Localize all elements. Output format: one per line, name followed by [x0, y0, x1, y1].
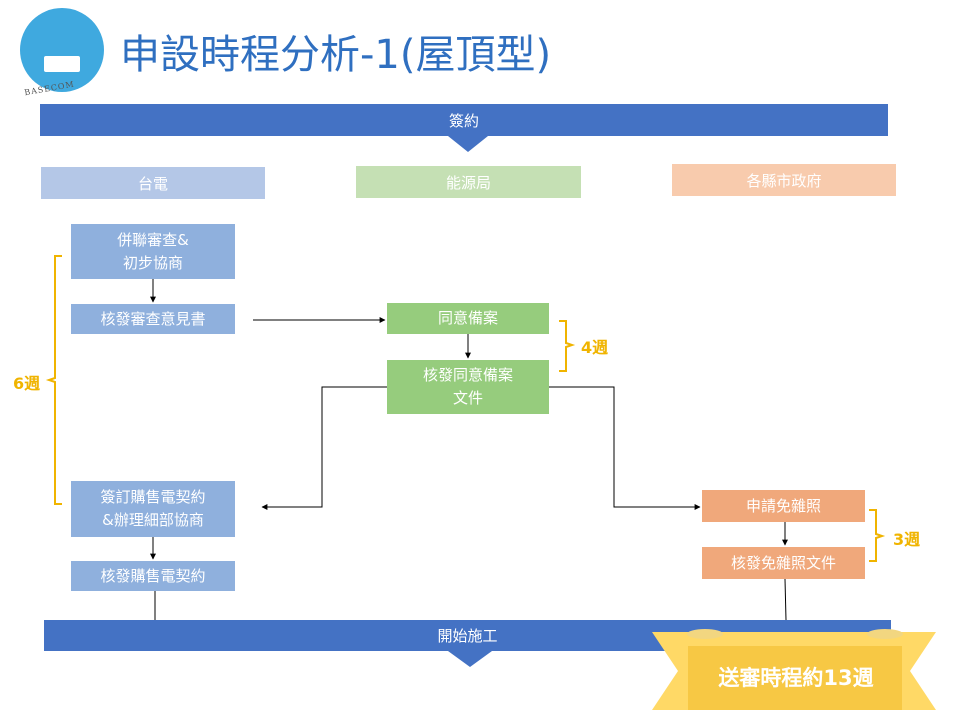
ribbon-banner — [652, 629, 936, 710]
duration-county: 3週 — [893, 530, 921, 549]
bottom-banner-chevron — [448, 651, 492, 667]
duration-energy: 4週 — [581, 338, 609, 357]
box-agree-doc: 核發同意備案 文件 — [387, 360, 549, 414]
bracket-county — [869, 509, 886, 562]
ribbon-text: 送審時程約13週 — [718, 666, 874, 690]
box-issue-contract: 核發購售電契約 — [71, 561, 235, 591]
top-banner-chevron — [448, 136, 488, 152]
box-sign-contract: 簽訂購售電契約 &辦理細部協商 — [71, 481, 235, 537]
box-apply-exempt: 申請免雜照 — [702, 490, 865, 522]
logo-mark — [44, 56, 80, 72]
box-exempt-doc: 核發免雜照文件 — [702, 547, 865, 579]
bracket-taipower — [45, 255, 62, 505]
column-header-taipower: 台電 — [41, 167, 265, 199]
column-header-county-label: 各縣市政府 — [746, 171, 822, 190]
box-review-opinion: 核發審查意見書 — [71, 304, 235, 334]
arrow-doc-to-exempt — [549, 386, 701, 510]
column-header-taipower-label: 台電 — [137, 174, 168, 193]
box-agree-record: 同意備案 — [387, 303, 549, 334]
page-title: 申設時程分析-1(屋頂型) — [120, 32, 552, 78]
column-header-county: 各縣市政府 — [672, 164, 896, 196]
column-header-energy-label: 能源局 — [445, 173, 491, 192]
top-banner: 簽約 — [40, 104, 888, 136]
arrow-doc-to-contract — [261, 386, 387, 510]
logo-circle — [20, 8, 104, 92]
line-exempt-doc-to-banner — [784, 578, 787, 621]
box-grid-review: 併聯審查& 初步協商 — [71, 224, 235, 279]
duration-taipower: 6週 — [13, 374, 41, 393]
bracket-energy — [559, 320, 576, 372]
column-header-energy: 能源局 — [356, 166, 581, 198]
bottom-banner-label: 開始施工 — [437, 627, 498, 645]
top-banner-label: 簽約 — [448, 111, 479, 130]
